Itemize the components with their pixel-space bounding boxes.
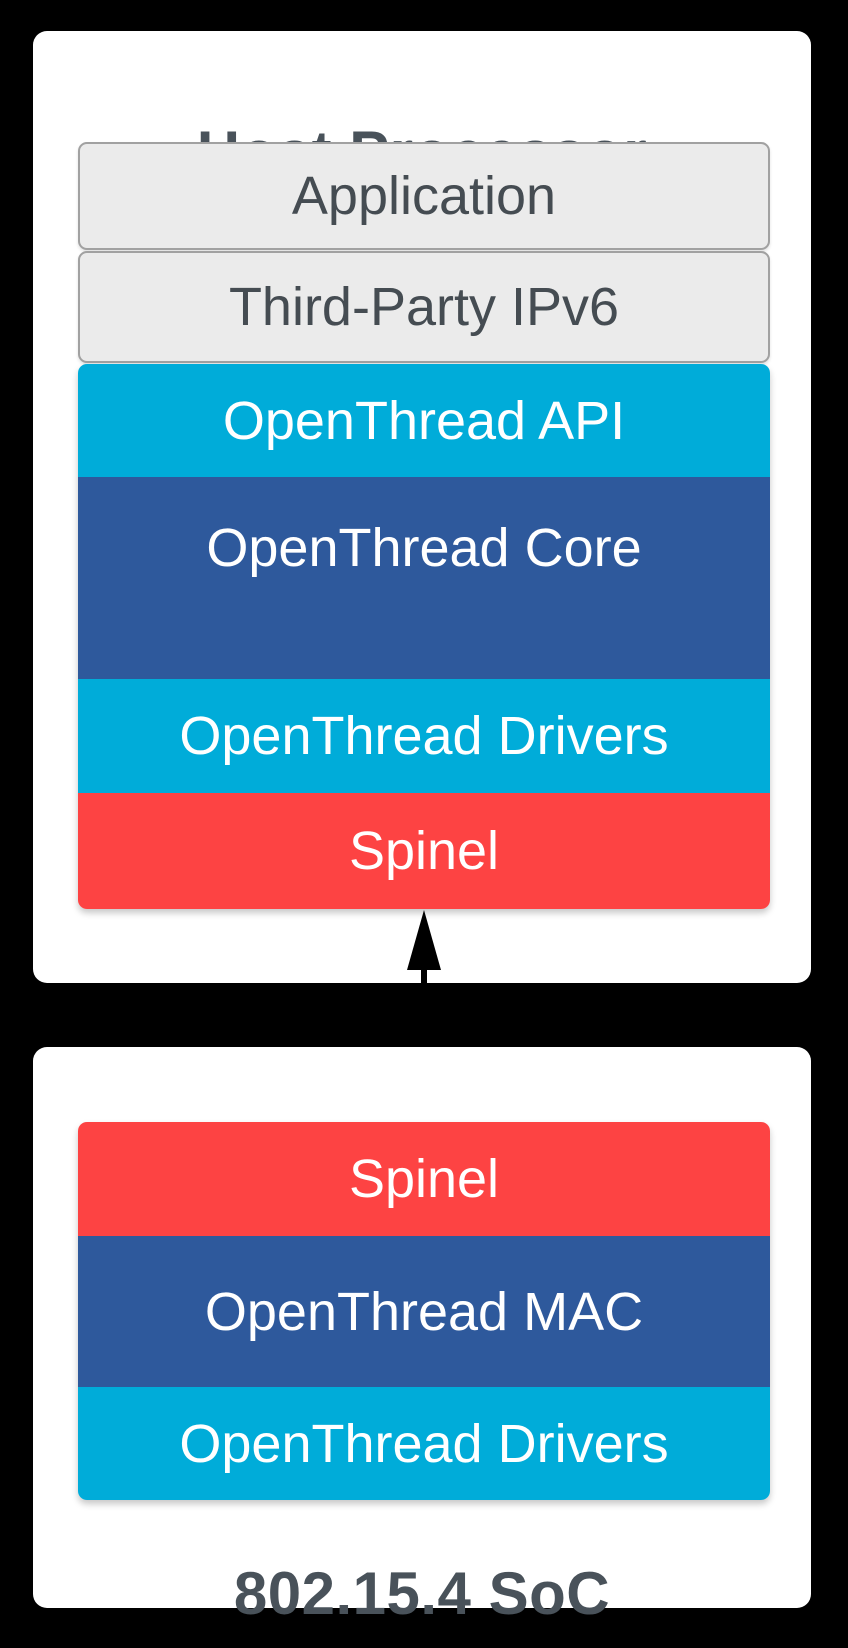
layer-spinel-soc-label: Spinel (348, 1149, 500, 1209)
layer-openthread-api-label: OpenThread API (222, 390, 626, 451)
soc-title: 802.15.4 SoC (33, 1540, 811, 1648)
layer-openthread-drivers-host: OpenThread Drivers (78, 679, 770, 793)
layer-openthread-core-label: OpenThread Core (206, 518, 642, 578)
host-processor-panel: Host Processor Application Third-Party I… (33, 31, 811, 983)
layer-openthread-mac: OpenThread MAC (78, 1236, 770, 1387)
layer-application: Application (78, 142, 770, 250)
layer-spinel-host-label: Spinel (348, 821, 500, 881)
layer-openthread-drivers-soc: OpenThread Drivers (78, 1387, 770, 1500)
soc-title-text: 802.15.4 SoC (233, 1560, 611, 1628)
layer-openthread-api: OpenThread API (78, 364, 770, 477)
layer-openthread-core: OpenThread Core (78, 477, 770, 679)
soc-openthread-stack: Spinel OpenThread MAC OpenThread Drivers (78, 1122, 770, 1500)
layer-spinel-soc: Spinel (78, 1122, 770, 1236)
layer-third-party-ipv6: Third-Party IPv6 (78, 251, 770, 363)
layer-third-party-ipv6-label: Third-Party IPv6 (228, 277, 620, 337)
layer-openthread-mac-label: OpenThread MAC (204, 1281, 644, 1342)
layer-openthread-drivers-soc-label: OpenThread Drivers (179, 1413, 669, 1474)
layer-spinel-host: Spinel (78, 793, 770, 909)
layer-application-label: Application (291, 166, 557, 226)
host-openthread-stack: OpenThread API OpenThread Core OpenThrea… (78, 364, 770, 909)
soc-panel: Spinel OpenThread MAC OpenThread Drivers… (33, 1047, 811, 1624)
layer-openthread-drivers-host-label: OpenThread Drivers (179, 706, 669, 766)
